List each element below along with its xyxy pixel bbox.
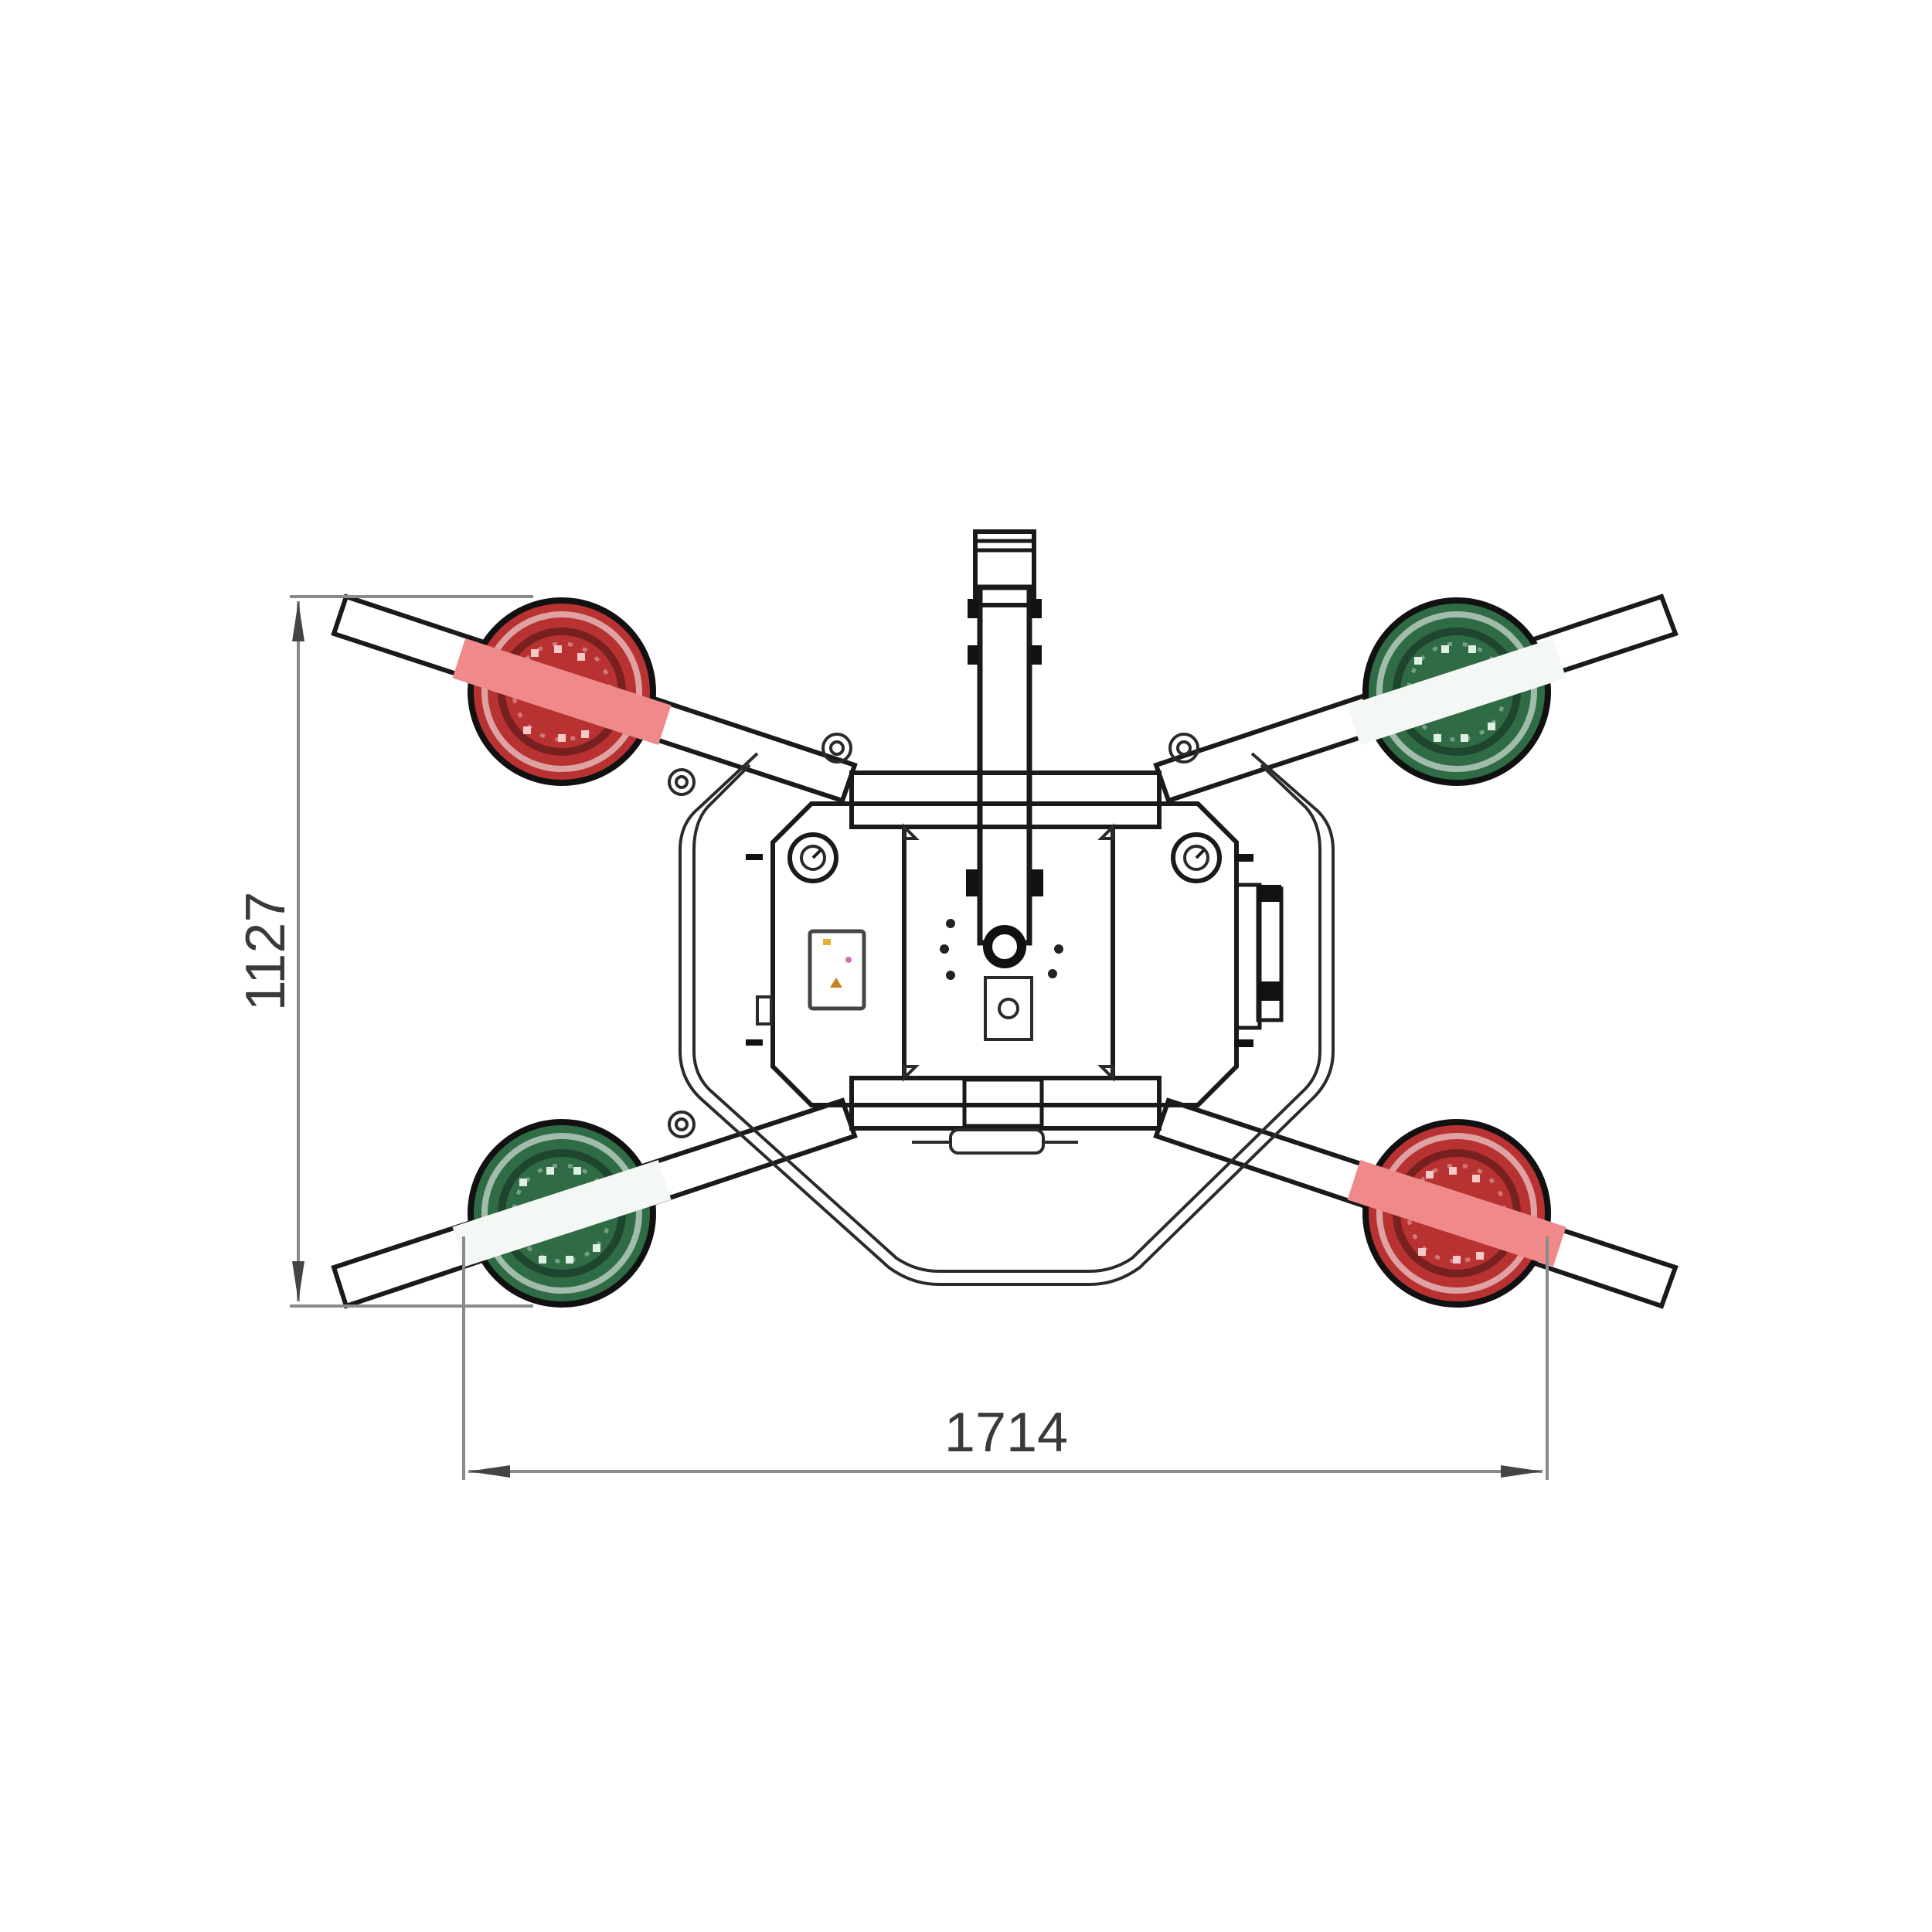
control-handle-right — [1234, 854, 1284, 1047]
lifting-boom — [966, 529, 1043, 968]
arm-top-left — [331, 594, 858, 804]
central-body — [770, 770, 1239, 1155]
dimension-width: 1714 — [462, 1236, 1549, 1480]
dimension-width-label: 1714 — [944, 1402, 1068, 1464]
vacuum-gauge-right — [1171, 832, 1222, 883]
arm-top-right — [1153, 594, 1679, 804]
lifting-eye-bottom-left — [668, 1111, 696, 1138]
suction-pad-top-left — [452, 600, 672, 783]
suction-pad-top-right — [1347, 600, 1566, 783]
lifting-eye-top-left — [668, 733, 852, 796]
vacuum-gauge-left — [787, 832, 838, 883]
suction-pad-bottom-left — [452, 1122, 672, 1304]
dimension-height: 1127 — [235, 595, 533, 1308]
lifting-eye-top-right — [1168, 733, 1199, 764]
arm-bottom-right — [1153, 1097, 1679, 1309]
arm-bottom-left — [331, 1097, 858, 1309]
left-side-latches — [746, 854, 773, 1046]
suction-pad-bottom-right — [1347, 1122, 1566, 1304]
warning-label — [808, 929, 866, 1011]
dimension-height-label: 1127 — [235, 892, 297, 1012]
protective-frame — [679, 752, 1335, 1286]
